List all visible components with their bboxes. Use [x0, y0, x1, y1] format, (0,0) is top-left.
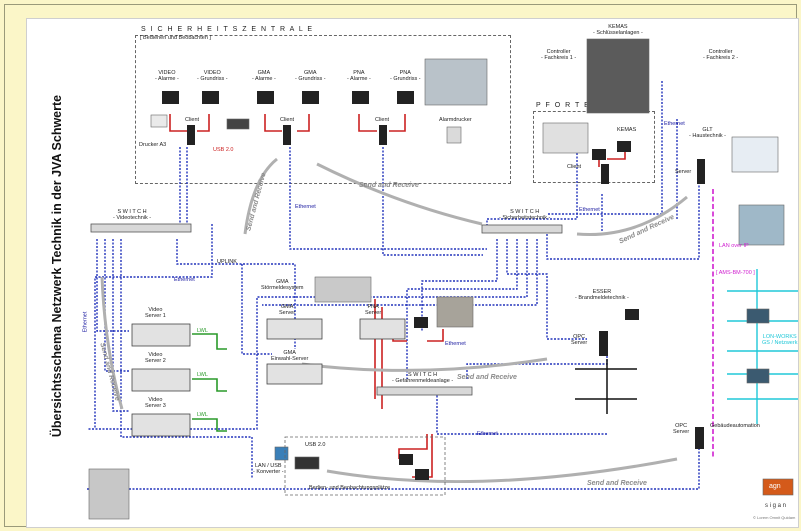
uplink-label: UPLINK	[217, 259, 237, 265]
gma-einwahl-label: GMA Einwahl-Server	[271, 350, 308, 362]
ethernet-label-7: Ethernet	[82, 312, 88, 333]
diagram-sheet: Übersichtsschema Netzwerk Technik in der…	[26, 18, 799, 528]
lon-label: LON-WORKS GS / Netzwerk	[762, 334, 797, 346]
ethernet-label-5: Ethernet	[445, 341, 466, 347]
client-label-2: Client	[280, 117, 294, 123]
monitor-label-video-alarme: VIDEO - Alarme -	[155, 70, 179, 82]
esser-label: ESSER - Brandmeldetechnik -	[575, 289, 629, 301]
copyright-text: © Lorem Omnit Quidam	[753, 515, 795, 521]
alarmdrucker-label: Alarmdrucker	[439, 117, 472, 123]
drucker-label: Drucker A3	[139, 142, 166, 148]
gma-server-label: GMA Server	[279, 304, 295, 316]
monitor-label-gma-grundriss: GMA - Grundriss -	[295, 70, 326, 82]
ethernet-label-4: Ethernet	[664, 121, 685, 127]
send-receive-label-3: Send and Receive	[587, 481, 647, 487]
network-lines	[27, 19, 798, 527]
video-server-2-label: Video Server 2	[145, 352, 166, 364]
client-label-3: Client	[375, 117, 389, 123]
logo-mark: agn	[769, 484, 781, 490]
video-server-3-label: Video Server 3	[145, 397, 166, 409]
send-receive-label-2: Send and Receive	[457, 375, 517, 381]
lan-usb-label: LAN / USB - Konverter -	[253, 463, 284, 475]
switch-video-label: S W I T C H - Videotechnik -	[113, 209, 151, 221]
kemas-title: KEMAS - Schlüsselanlagen -	[593, 24, 643, 36]
lwl-label-3: LWL	[197, 412, 208, 418]
gma-system-label: GMA Störmeldesystem	[261, 279, 304, 291]
switch-gefahren-label: S W I T C H - Gefahrenmeldeanlage -	[392, 372, 453, 384]
kemas-controller-2: Controller - Fachkreis 2 -	[703, 49, 738, 61]
ams-bm-label: [ AMS-BM-700 ]	[716, 270, 755, 276]
client-label-1: Client	[185, 117, 199, 123]
monitor-label-pna-alarme: PNA - Alarme -	[347, 70, 371, 82]
glt-title: GLT - Haustechnik -	[689, 127, 726, 139]
usb-label: USB 2.0	[213, 147, 233, 153]
monitor-label-video-grundriss: VIDEO - Grundriss -	[197, 70, 228, 82]
monitor-label-gma-alarme: GMA - Alarme -	[252, 70, 276, 82]
ethernet-label-1: Ethernet	[295, 204, 316, 210]
ethernet-label-3: Ethernet	[579, 207, 600, 213]
kemas-controller-1: Controller - Fachkreis 1 -	[541, 49, 576, 61]
lwl-label-2: LWL	[197, 372, 208, 378]
monitor-label-pna-grundriss: PNA - Grundriss -	[390, 70, 421, 82]
gebaeudeautomation-label: Gebäudeautomation	[710, 423, 760, 429]
bedien-plaetze-label: Bedien- und Beobachtungsplätze	[309, 485, 390, 491]
logo-text: s i g a n	[765, 503, 786, 509]
ethernet-label-6: Ethernet	[477, 431, 498, 437]
opc-server-esser-label: OPC Server	[571, 334, 587, 346]
usb-20-label: USB 2.0	[305, 442, 325, 448]
pforte-kemas: KEMAS	[617, 127, 636, 133]
send-receive-label-1: Send and Receive	[359, 183, 419, 189]
switch-sicherheit-label: S W I T C H - Sicherheitstechnik -	[499, 209, 550, 221]
lwl-label-1: LWL	[197, 328, 208, 334]
ethernet-label-2: Ethernet	[174, 277, 195, 283]
video-server-1-label: Video Server 1	[145, 307, 166, 319]
pna-server-label: PNA Server	[365, 304, 381, 316]
lan-ip-label: LAN over IP	[719, 243, 749, 249]
pforte-client: Client	[567, 164, 581, 170]
opc-server-gebaeude-label: OPC Server	[673, 423, 689, 435]
glt-server: Server	[675, 169, 691, 175]
